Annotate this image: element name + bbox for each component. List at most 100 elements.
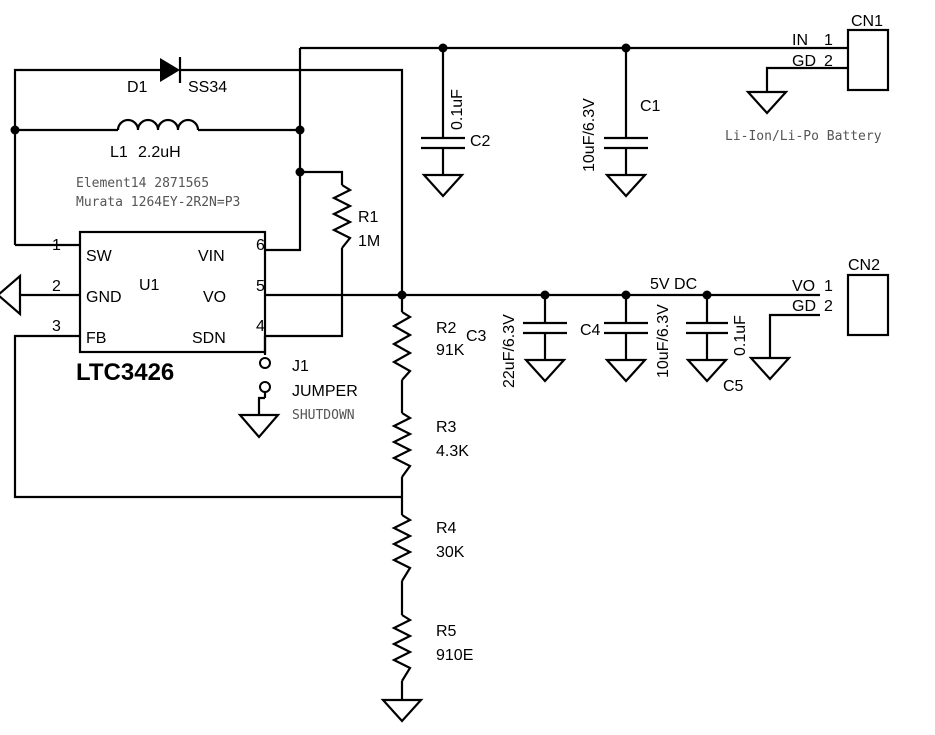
junction-dots — [10, 43, 712, 300]
junction-dot — [621, 43, 631, 53]
pin-1-number: 1 — [52, 237, 61, 254]
junction-dot — [295, 125, 305, 135]
c4-value: 10uF/6.3V — [655, 304, 672, 378]
c4-ref: C4 — [580, 322, 601, 339]
resistor-zigzag — [391, 514, 413, 582]
diode-symbol — [160, 58, 180, 82]
cn1-pin2-label: GD — [792, 53, 816, 70]
j1-name: JUMPER — [292, 383, 358, 400]
capacitor-c5: 0.1uF C5 — [685, 315, 749, 395]
connector-body — [846, 273, 890, 337]
capacitor-c3: 22uF/6.3V C3 — [466, 314, 567, 388]
inductor-note-1: Element14 2871565 — [76, 176, 209, 191]
resistor-zigzag — [331, 184, 353, 249]
cn2-pin2-label: GD — [792, 298, 816, 315]
junction-dot — [702, 290, 712, 300]
jumper-pin — [259, 357, 271, 369]
ic-u1: SW GND FB VIN VO SDN U1 LTC3426 1 2 3 4 … — [52, 230, 267, 386]
resistor-r4: R4 30K — [391, 514, 465, 582]
c3-value: 22uF/6.3V — [501, 314, 518, 388]
jumper-pin — [259, 381, 271, 393]
pin-sdn-label: SDN — [192, 330, 226, 347]
capacitor-plates — [604, 136, 648, 150]
diode-ref: D1 — [127, 79, 148, 96]
pin-sw-label: SW — [86, 248, 113, 265]
r5-value: 910E — [436, 647, 473, 664]
r3-value: 4.3K — [436, 443, 469, 460]
pin-2-number: 2 — [52, 278, 61, 295]
resistor-r3: R3 4.3K — [391, 412, 469, 478]
ground-symbol — [0, 273, 22, 317]
inductor-coil — [116, 118, 200, 131]
junction-dot — [295, 167, 305, 177]
c5-ref: C5 — [723, 378, 744, 395]
inductor-note-2: Murata 1264EY-2R2N=P3 — [76, 195, 240, 210]
inductor-value: 2.2uH — [138, 144, 181, 161]
capacitor-c4: 10uF/6.3V C4 — [580, 304, 672, 383]
ground-symbol — [685, 358, 729, 383]
inductor-ref: L1 — [110, 144, 128, 161]
r4-value: 30K — [436, 544, 465, 561]
ground-symbol — [604, 173, 648, 198]
j1-label: SHUTDOWN — [292, 408, 355, 423]
resistor-zigzag — [391, 412, 413, 478]
c1-value: 10uF/6.3V — [581, 98, 598, 172]
ground-symbol — [604, 358, 648, 383]
capacitor-plates — [523, 321, 567, 335]
junction-dot — [397, 290, 407, 300]
cn1-pin2-number: 2 — [824, 53, 833, 70]
c3-ref: C3 — [466, 328, 487, 345]
ground-symbol — [421, 173, 465, 198]
cn1-ref: CN1 — [851, 13, 883, 30]
capacitor-plates — [604, 321, 648, 335]
pin-gnd-label: GND — [86, 289, 122, 306]
ground-symbol — [237, 413, 281, 439]
diode-part: SS34 — [188, 79, 227, 96]
c5-value: 0.1uF — [732, 315, 749, 356]
resistor-zigzag — [391, 614, 413, 682]
ground-symbol — [380, 698, 424, 723]
r4-ref: R4 — [436, 520, 457, 537]
jumper-j1: J1 JUMPER SHUTDOWN — [237, 357, 358, 439]
capacitor-plates — [421, 136, 465, 150]
cn1-pin1-number: 1 — [824, 32, 833, 49]
pin-5-number: 5 — [256, 278, 265, 295]
c2-value: 0.1uF — [449, 89, 466, 130]
capacitor-c2: 0.1uF C2 — [421, 89, 491, 198]
capacitor-plates — [686, 321, 728, 335]
connector-body — [846, 28, 890, 92]
diode-d1: D1 SS34 — [127, 57, 227, 96]
junction-dot — [438, 43, 448, 53]
resistor-r5: R5 910E — [391, 614, 473, 682]
ground-symbol — [523, 358, 567, 383]
ic-ref: U1 — [139, 277, 160, 294]
resistor-r1: R1 1M — [331, 184, 380, 250]
cn2-pin1-number: 1 — [824, 278, 833, 295]
junction-dot — [540, 290, 550, 300]
j1-ref: J1 — [292, 358, 309, 375]
cn1-note: Li-Ion/Li-Po Battery — [725, 129, 882, 144]
capacitor-c1: 10uF/6.3V C1 — [581, 98, 661, 198]
resistor-r2: R2 91K — [391, 311, 465, 381]
pin-4-number: 4 — [256, 318, 265, 335]
junction-dot — [621, 290, 631, 300]
connector-cn1: CN1 IN 1 GD 2 Li-Ion/Li-Po Battery — [725, 13, 890, 144]
r1-ref: R1 — [358, 209, 379, 226]
pin-vo-label: VO — [203, 289, 226, 306]
resistor-zigzag — [391, 311, 413, 381]
inductor-l1: L1 2.2uH Element14 2871565 Murata 1264EY… — [76, 118, 240, 210]
c2-ref: C2 — [470, 133, 491, 150]
r1-value: 1M — [358, 233, 380, 250]
connector-cn2: CN2 VO 1 GD 2 — [748, 257, 890, 381]
cn2-pin1-label: VO — [792, 278, 815, 295]
c1-ref: C1 — [640, 98, 661, 115]
ground-symbol — [748, 356, 792, 381]
ic-body — [78, 230, 267, 354]
pin-3-number: 3 — [52, 318, 61, 335]
pin-6-number: 6 — [256, 237, 265, 254]
wires — [13, 46, 820, 700]
ground-symbol — [745, 90, 789, 115]
r5-ref: R5 — [436, 623, 457, 640]
net-label-5v: 5V DC — [650, 276, 697, 293]
